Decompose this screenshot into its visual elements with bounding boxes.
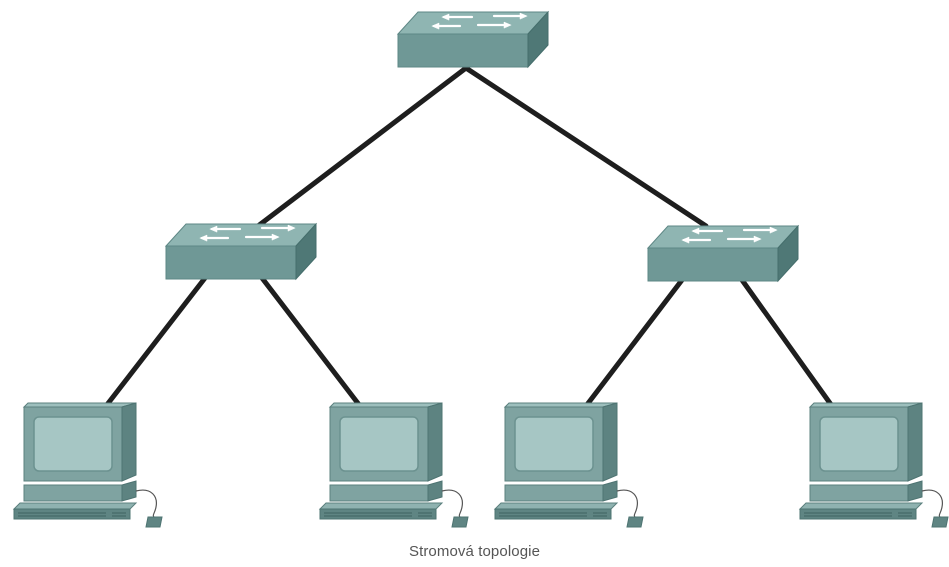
- pc-3-icon: [494, 402, 644, 528]
- link-left-pc1: [103, 275, 208, 409]
- pc-4-icon: [799, 402, 949, 528]
- diagram-caption: Stromová topologie: [408, 543, 541, 560]
- link-right-pc4: [739, 277, 835, 409]
- link-left-pc2: [259, 275, 363, 409]
- link-right-pc3: [583, 277, 685, 409]
- link-core-left: [255, 65, 469, 229]
- right-switch-icon: [646, 224, 800, 283]
- network-links: [103, 65, 835, 409]
- pc-2-icon: [319, 402, 469, 528]
- link-core-right: [463, 65, 709, 229]
- core-switch-icon: [396, 10, 550, 69]
- pc-1-icon: [13, 402, 163, 528]
- left-switch-icon: [164, 222, 318, 281]
